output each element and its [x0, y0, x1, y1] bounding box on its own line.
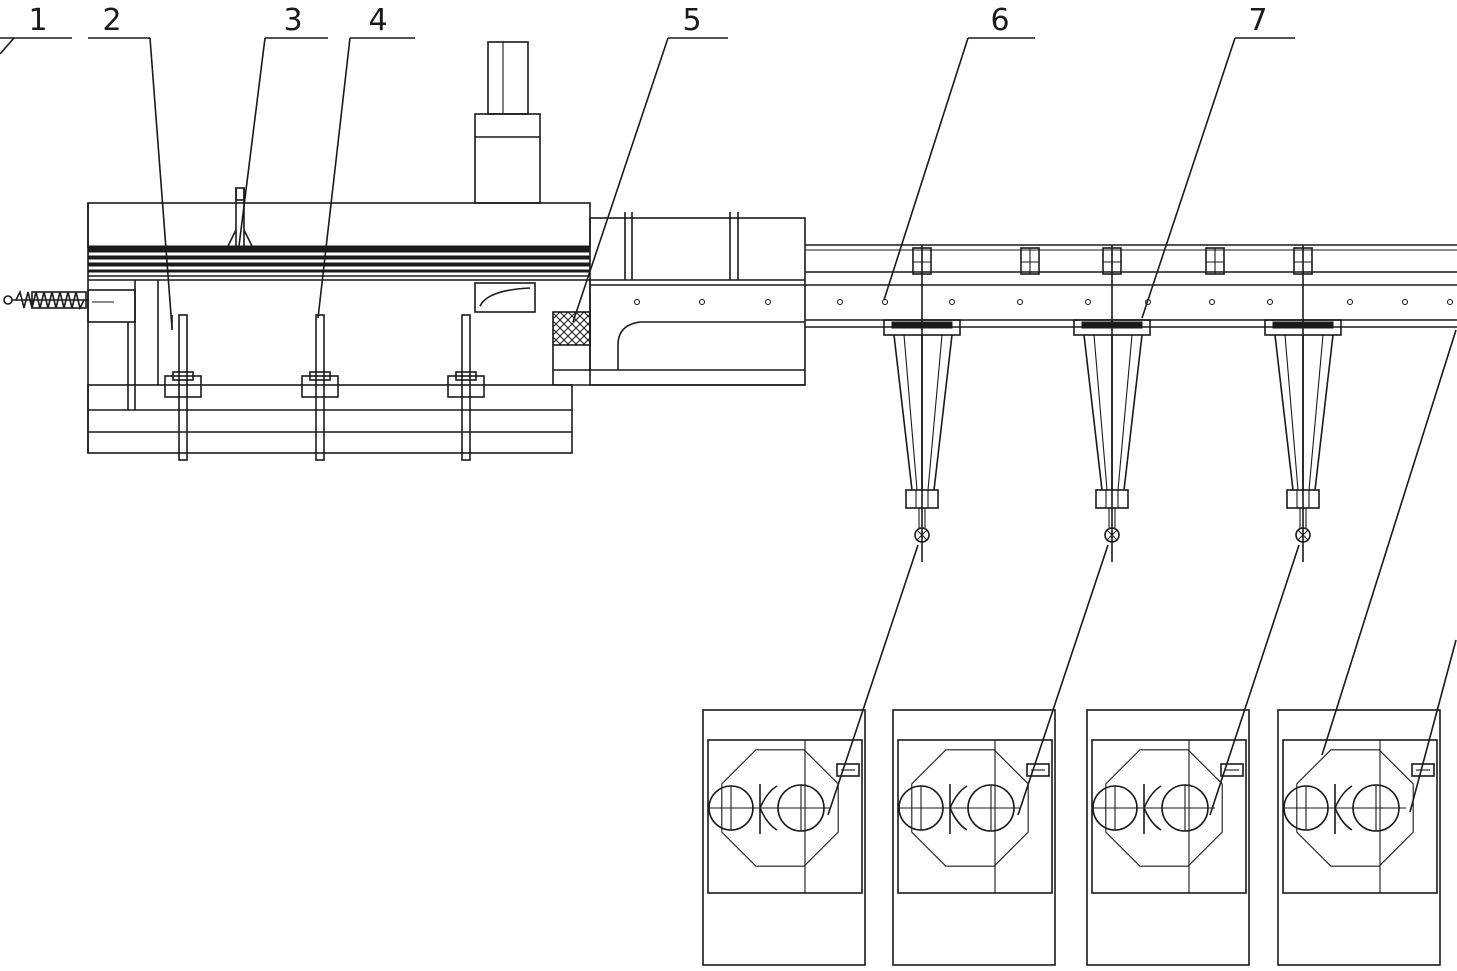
- hanger-block: [905, 489, 939, 509]
- box-frame: [892, 709, 1056, 966]
- rivet: [1016, 298, 1024, 306]
- box-tag: [1220, 763, 1244, 777]
- box-tag: [1026, 763, 1050, 777]
- callout-5: 5: [572, 3, 728, 323]
- callout-label-4: 4: [368, 3, 387, 38]
- burner-block: [552, 311, 591, 346]
- leader-line-3: [238, 37, 266, 247]
- support-pin-3: [447, 314, 485, 461]
- firing-box-2: [892, 709, 1056, 966]
- callout-7: 7: [1141, 3, 1295, 319]
- hanger-strut: [1274, 334, 1294, 491]
- rivet: [881, 298, 889, 306]
- chimney-base: [474, 113, 541, 204]
- pin-nut: [447, 375, 485, 398]
- rivet: [1346, 298, 1354, 306]
- octagon-housing: [911, 749, 1029, 867]
- transition-section: [553, 212, 806, 386]
- callout-label-6: 6: [990, 3, 1009, 38]
- rivet: [1446, 298, 1454, 306]
- octagon-housing: [1296, 749, 1414, 867]
- box-leader-line: [827, 544, 919, 816]
- hanger-2: [1073, 245, 1151, 562]
- box-inner-frame: [1282, 739, 1438, 894]
- box-leader-line: [1321, 329, 1457, 756]
- box-inner-frame: [897, 739, 1053, 894]
- pin-nut: [164, 375, 202, 398]
- box-tag: [836, 763, 860, 777]
- box-frame: [702, 709, 866, 966]
- rail-clamp: [1020, 247, 1040, 275]
- rivet: [698, 298, 706, 306]
- flue-damper: [474, 282, 536, 313]
- conveyor-rail: [590, 244, 1457, 328]
- octagon-housing: [721, 749, 839, 867]
- leader-line-6: [883, 37, 969, 301]
- callout-6: 6: [883, 3, 1035, 301]
- furnace-base: [87, 384, 573, 454]
- hanger-strut: [1314, 334, 1334, 491]
- pulley-icon: [1104, 527, 1120, 543]
- callout-label-5: 5: [682, 3, 701, 38]
- screw-housing: [31, 291, 87, 309]
- box-frame: [1277, 709, 1441, 966]
- box-leader-line: [1017, 544, 1109, 816]
- callout-label-1: 1: [28, 3, 47, 38]
- rivet: [1084, 298, 1092, 306]
- octagon-housing: [1105, 749, 1223, 867]
- leader-line-5: [572, 37, 669, 323]
- rivet: [633, 298, 641, 306]
- rivet: [948, 298, 956, 306]
- screw-coil: [15, 289, 85, 311]
- chimney-stack: [487, 41, 529, 115]
- chimney: [474, 41, 541, 204]
- furnace-chamber: [87, 203, 591, 453]
- box-leader-line: [1409, 639, 1457, 813]
- hanger-strut: [893, 334, 913, 491]
- hanger-strut: [1083, 334, 1103, 491]
- hanger-strut: [1123, 334, 1143, 491]
- furnace: [87, 187, 591, 461]
- firing-box-3: [1086, 709, 1250, 966]
- callout-1: 1: [0, 3, 72, 55]
- rivet: [1266, 298, 1274, 306]
- feed-inlet: [87, 289, 136, 323]
- heating-bands: [87, 245, 591, 281]
- screw-end-cap: [3, 295, 13, 305]
- pulley-icon: [914, 527, 930, 543]
- rivet: [836, 298, 844, 306]
- hanger-strut: [933, 334, 953, 491]
- box-tag: [1411, 763, 1435, 777]
- feed-screw: [3, 289, 88, 311]
- box-inner-frame: [1091, 739, 1247, 894]
- leader-line-2: [149, 37, 173, 329]
- rivet: [1208, 298, 1216, 306]
- box-frame: [1086, 709, 1250, 966]
- hanger-block: [1095, 489, 1129, 509]
- roof-fixture: [227, 187, 253, 247]
- rail-rivets: [633, 298, 1454, 306]
- leader-line-1: [0, 37, 15, 55]
- rivet: [764, 298, 772, 306]
- callout-label-3: 3: [283, 3, 302, 38]
- callout-3: 3: [238, 3, 328, 247]
- rivet: [1144, 298, 1152, 306]
- callout-label-7: 7: [1248, 3, 1267, 38]
- callout-label-2: 2: [102, 3, 121, 38]
- box-inner-frame: [707, 739, 863, 894]
- box-leader-line: [1209, 544, 1300, 816]
- hanger-block: [1286, 489, 1320, 509]
- rail-clamp: [1205, 247, 1225, 275]
- firing-box-1: [702, 709, 866, 966]
- pin-nut: [301, 375, 339, 398]
- firing-box-4: [1277, 709, 1441, 966]
- leader-line-7: [1141, 37, 1236, 319]
- support-pin-1: [164, 314, 202, 461]
- hanger-1: [883, 245, 961, 562]
- rivet: [1401, 298, 1409, 306]
- support-pin-2: [301, 314, 339, 461]
- pulley-icon: [1295, 527, 1311, 543]
- hanger-3: [1264, 245, 1342, 562]
